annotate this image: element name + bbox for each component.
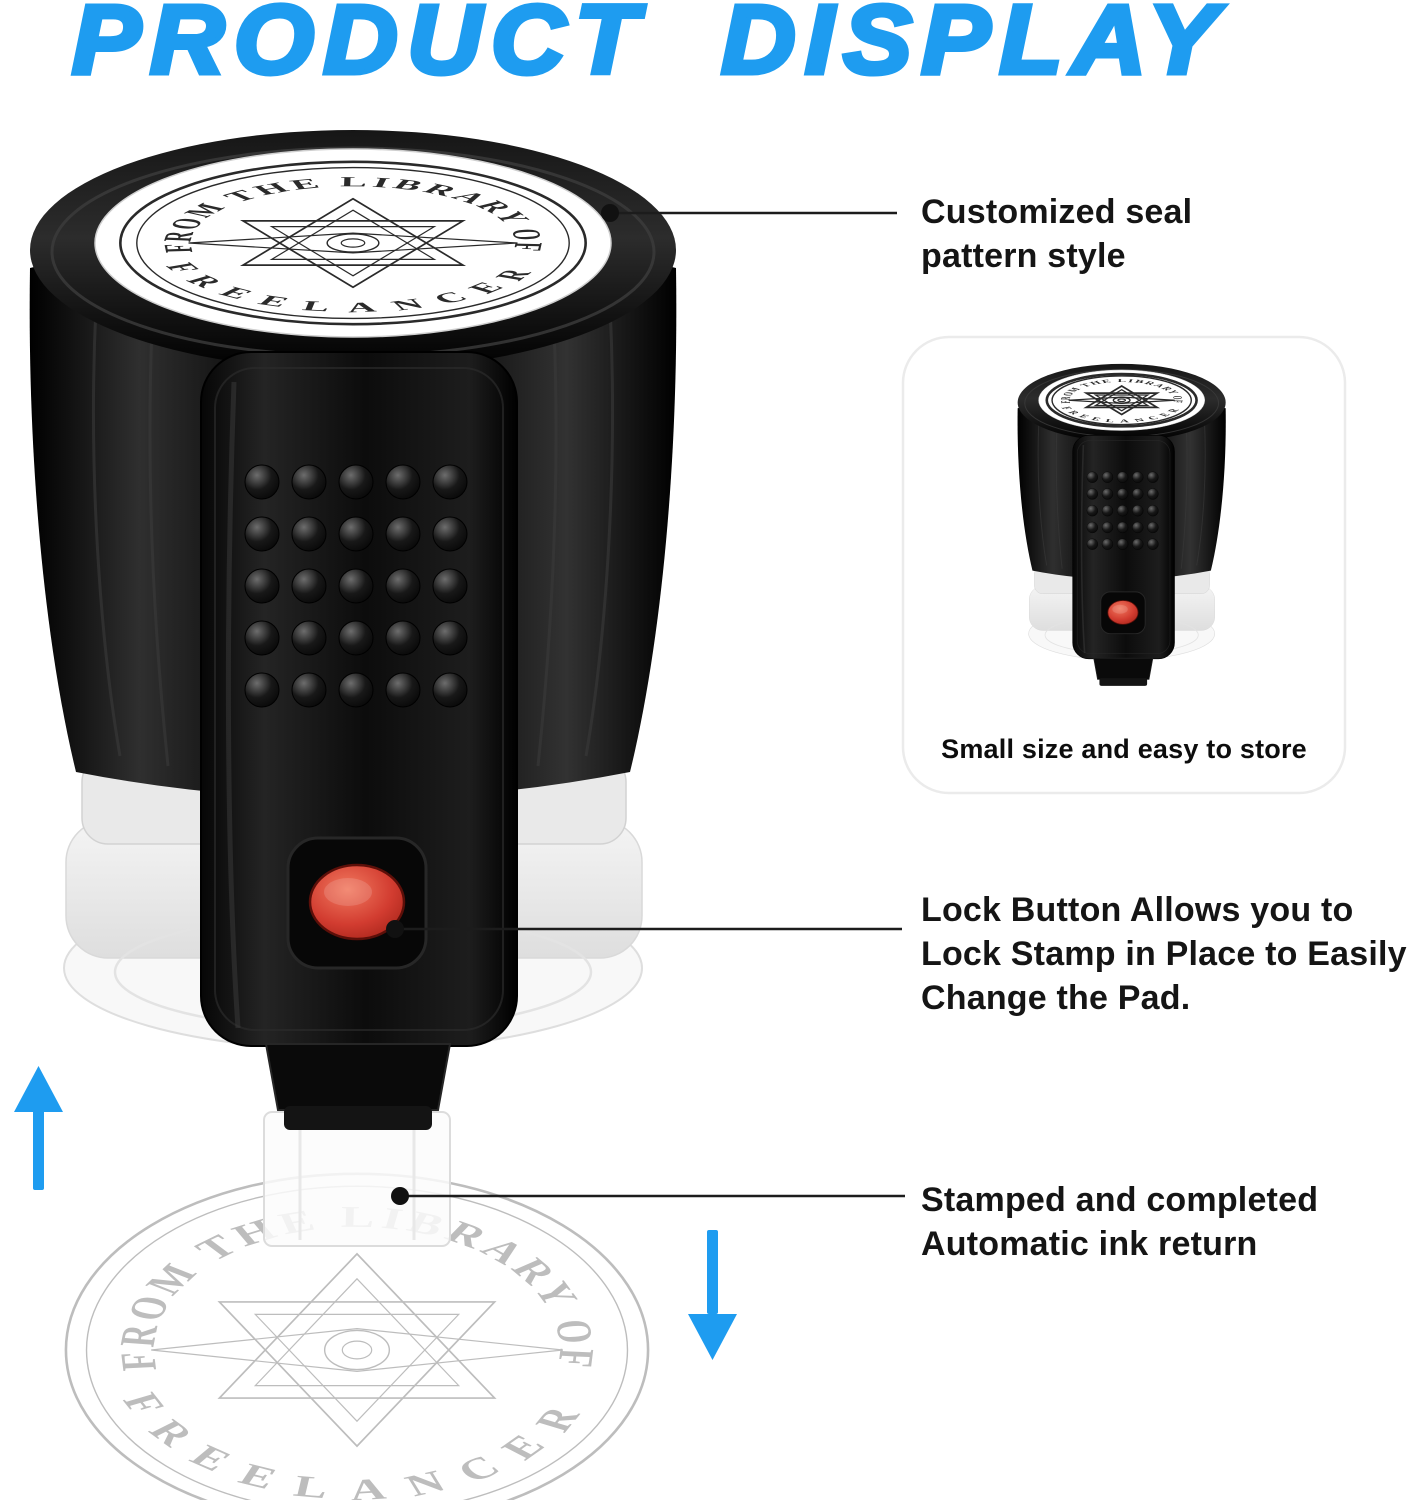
- arrow-down-icon: [688, 1230, 737, 1360]
- stamp-latch: [264, 1043, 452, 1111]
- callout-lock-button: Lock Button Allows you to Lock Stamp in …: [921, 888, 1407, 1020]
- page-title: PRODUCT DISPLAY: [69, 0, 1227, 97]
- callout-ink-return: Stamped and completed Automatic ink retu…: [921, 1178, 1318, 1266]
- mini-stamp-image: [1018, 364, 1226, 686]
- callout-line: Lock Button Allows you to: [921, 891, 1354, 929]
- stamp-product-image: [29, 130, 677, 1130]
- lock-button: [308, 863, 406, 941]
- callout-dots: [386, 204, 619, 1205]
- callout-line: Change the Pad.: [921, 979, 1191, 1017]
- motion-arrows: [14, 1066, 737, 1360]
- card-caption: Small size and easy to store: [941, 734, 1307, 764]
- callout-seal-pattern: Customized seal pattern style: [921, 190, 1192, 278]
- callout-line: Lock Stamp in Place to Easily: [921, 935, 1407, 973]
- callout-line: Automatic ink return: [921, 1225, 1258, 1263]
- callout-line: pattern style: [921, 237, 1126, 275]
- body-ridges: [92, 305, 614, 767]
- arrow-up-icon: [14, 1066, 63, 1190]
- callout-line: Customized seal: [921, 193, 1193, 231]
- storage-card: [901, 335, 1347, 795]
- callout-lines: [395, 211, 905, 1198]
- callout-line: Stamped and completed: [921, 1181, 1319, 1219]
- stamp-foot: [263, 1111, 451, 1247]
